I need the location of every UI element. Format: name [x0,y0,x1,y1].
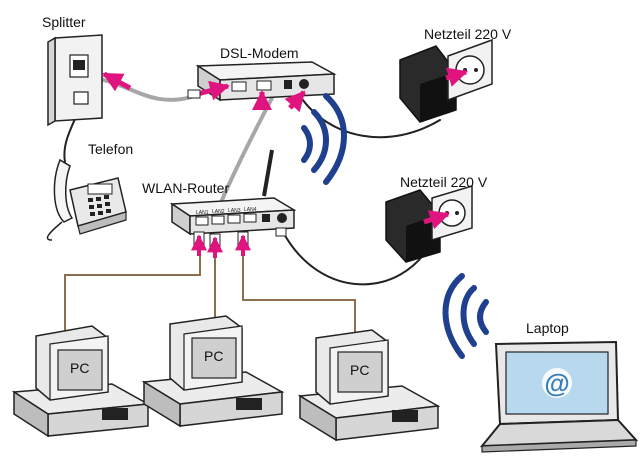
label-pc-1: PC [70,360,90,376]
laptop-screen-symbol: @ [544,368,569,398]
power-arrow-top [445,67,468,87]
label-telefon: Telefon [88,141,134,157]
label-pc-2: PC [204,348,224,364]
power-arrow-mid [423,210,450,230]
modem-arrow-power [284,90,306,113]
router-port-label-4: LAN4 [244,207,257,213]
router-port-label-3: LAN3 [228,208,241,214]
splitter [47,34,132,127]
dsl-cable [90,76,197,102]
wifi-waves-router [301,93,347,185]
laptop-device: @ [479,340,639,453]
modem-router-cable [220,96,274,202]
pc-2 [141,315,285,428]
wifi-waves-laptop [442,273,489,359]
label-laptop: Laptop [526,320,569,336]
lan-cable-pc1 [64,249,201,331]
power-supply-top [399,38,493,123]
pc-3 [297,329,441,442]
label-power-supply-top: Netzteil 220 V [424,26,512,42]
wlan-router-device: LAN1 LAN2 LAN3 LAN4 [169,149,297,258]
router-port-labels: LAN1 LAN2 LAN3 LAN4 [196,207,257,216]
pc-1 [11,325,151,438]
label-power-supply-mid: Netzteil 220 V [400,174,488,190]
router-port-label-2: LAN2 [212,209,225,215]
label-splitter: Splitter [42,14,86,30]
label-dsl-modem: DSL-Modem [220,45,299,61]
label-wlan-router: WLAN-Router [142,180,230,196]
splitter-arrow [102,71,132,92]
label-pc-3: PC [350,362,370,378]
telefon-device [46,158,127,241]
power-supply-mid [385,184,473,263]
lan-cable-pc3 [242,249,356,333]
dsl-modem-device [187,61,337,113]
router-port-label-1: LAN1 [196,210,209,216]
router-power-cable [282,231,433,286]
